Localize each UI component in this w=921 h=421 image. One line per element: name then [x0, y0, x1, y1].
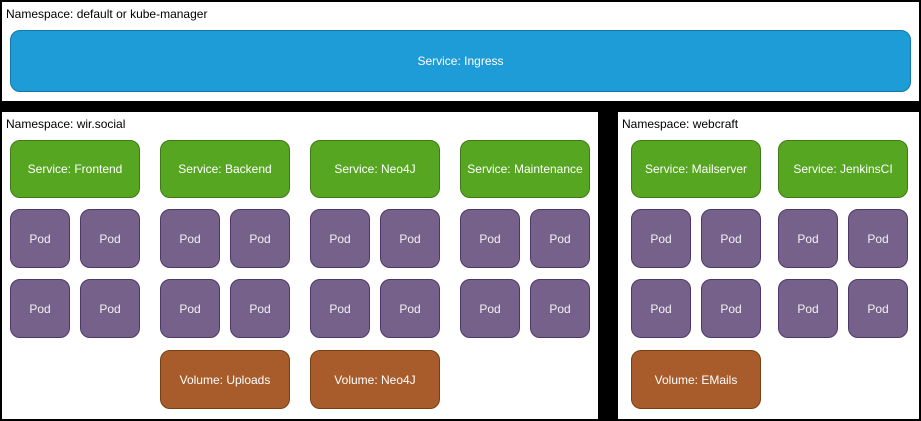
service-column-frontend: Service: Frontend Pod Pod Pod Pod: [10, 140, 140, 338]
pod-node: Pod: [160, 279, 220, 338]
namespace-label: Namespace: default or kube-manager: [6, 7, 208, 21]
pod-group: Pod Pod Pod Pod: [631, 209, 761, 338]
pod-node: Pod: [848, 209, 908, 268]
pod-node: Pod: [460, 209, 520, 268]
pod-node: Pod: [380, 279, 440, 338]
pod-node: Pod: [848, 279, 908, 338]
pod-group: Pod Pod Pod Pod: [310, 209, 440, 338]
service-maintenance-node: Service: Maintenance: [460, 140, 590, 198]
service-column-jenkinsci: Service: JenkinsCI Pod Pod Pod Pod: [778, 140, 908, 338]
pod-node: Pod: [701, 209, 761, 268]
namespace-label: Namespace: wir.social: [6, 117, 126, 131]
pod-group: Pod Pod Pod Pod: [778, 209, 908, 338]
pod-node: Pod: [631, 209, 691, 268]
pod-node: Pod: [380, 209, 440, 268]
service-mailserver-node: Service: Mailserver: [631, 140, 761, 198]
pod-node: Pod: [778, 279, 838, 338]
pod-node: Pod: [530, 279, 590, 338]
pod-node: Pod: [10, 209, 70, 268]
pod-node: Pod: [230, 209, 290, 268]
service-column-neo4j: Service: Neo4J Pod Pod Pod Pod Volume: N…: [310, 140, 440, 409]
service-column-backend: Service: Backend Pod Pod Pod Pod Volume:…: [160, 140, 290, 409]
pod-group: Pod Pod Pod Pod: [10, 209, 140, 338]
pod-group: Pod Pod Pod Pod: [460, 209, 590, 338]
volume-uploads-node: Volume: Uploads: [160, 350, 290, 409]
service-ingress-node: Service: Ingress: [10, 30, 911, 92]
pod-node: Pod: [701, 279, 761, 338]
pod-node: Pod: [80, 209, 140, 268]
pod-node: Pod: [310, 279, 370, 338]
pod-group: Pod Pod Pod Pod: [160, 209, 290, 338]
service-jenkinsci-node: Service: JenkinsCI: [778, 140, 908, 198]
pod-node: Pod: [778, 209, 838, 268]
service-backend-node: Service: Backend: [160, 140, 290, 198]
pod-node: Pod: [310, 209, 370, 268]
namespace-panel-default-kube-manager: Namespace: default or kube-manager Servi…: [2, 2, 919, 101]
namespace-panel-wir-social: Namespace: wir.social Service: Frontend …: [2, 112, 598, 419]
pod-node: Pod: [460, 279, 520, 338]
pod-node: Pod: [10, 279, 70, 338]
pod-node: Pod: [631, 279, 691, 338]
service-column-mailserver: Service: Mailserver Pod Pod Pod Pod Volu…: [631, 140, 761, 409]
pod-node: Pod: [80, 279, 140, 338]
pod-node: Pod: [160, 209, 220, 268]
pod-node: Pod: [530, 209, 590, 268]
namespace-label: Namespace: webcraft: [622, 117, 739, 131]
service-neo4j-node: Service: Neo4J: [310, 140, 440, 198]
service-column-maintenance: Service: Maintenance Pod Pod Pod Pod: [460, 140, 590, 338]
volume-neo4j-node: Volume: Neo4J: [310, 350, 440, 409]
pod-node: Pod: [230, 279, 290, 338]
namespace-panel-webcraft: Namespace: webcraft Service: Mailserver …: [618, 112, 919, 419]
volume-emails-node: Volume: EMails: [631, 350, 761, 409]
service-frontend-node: Service: Frontend: [10, 140, 140, 198]
